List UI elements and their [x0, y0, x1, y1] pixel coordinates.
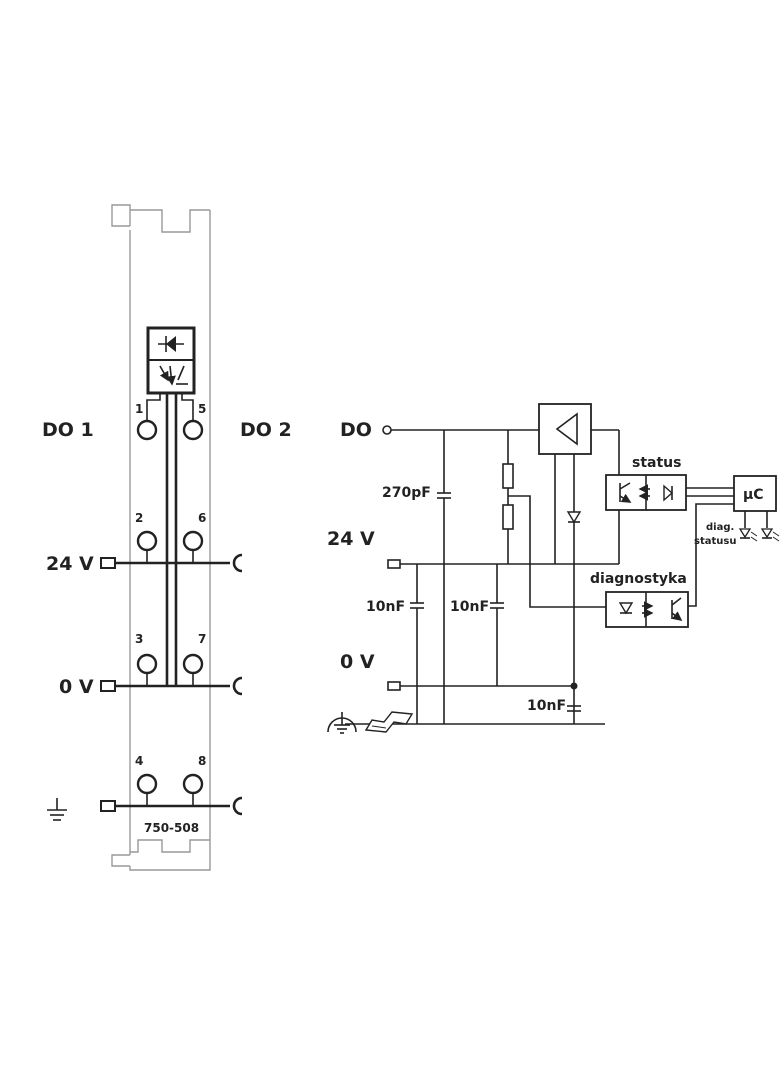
- schematic-wiring: [345, 403, 620, 725]
- module-wiring: [116, 393, 230, 808]
- terminal-2: [136, 530, 158, 552]
- protective-earth-icon: [327, 712, 357, 734]
- microcontroller-box: [733, 475, 780, 542]
- label-10nf-a: 10nF: [366, 599, 405, 615]
- status-optocoupler: [605, 474, 734, 511]
- ground-icon: [47, 798, 67, 821]
- label-0v-schematic: 0 V: [340, 651, 375, 673]
- label-do: DO: [340, 419, 372, 441]
- diagnostyka-optocoupler: [605, 503, 734, 628]
- pin-8-label: 8: [198, 754, 206, 768]
- label-24v-schematic: 24 V: [327, 528, 375, 550]
- terminal-1: [136, 419, 158, 441]
- label-10nf-b: 10nF: [450, 599, 489, 615]
- terminal-5: [182, 419, 204, 441]
- pin-7-label: 7: [198, 632, 206, 646]
- label-do1: DO 1: [42, 419, 94, 441]
- pin-6-label: 6: [198, 511, 206, 525]
- pin-5-label: 5: [198, 402, 206, 416]
- module-housing: [111, 204, 211, 871]
- pin-4-label: 4: [135, 754, 143, 768]
- optocoupler-icon: [146, 326, 196, 395]
- terminal-7: [182, 653, 204, 675]
- rail-connectors: [100, 553, 243, 816]
- label-do2: DO 2: [240, 419, 292, 441]
- terminal-6: [182, 530, 204, 552]
- din-rail-icon: [364, 711, 414, 733]
- label-0v: 0 V: [59, 676, 94, 698]
- label-statusu: statusu: [694, 536, 736, 547]
- label-270pf: 270pF: [382, 485, 431, 501]
- label-10nf-c: 10nF: [527, 698, 566, 714]
- label-24v: 24 V: [46, 553, 94, 575]
- pin-1-label: 1: [135, 402, 143, 416]
- terminal-8: [182, 773, 204, 795]
- terminal-4: [136, 773, 158, 795]
- part-number: 750-508: [144, 821, 199, 835]
- terminal-3: [136, 653, 158, 675]
- pin-2-label: 2: [135, 511, 143, 525]
- label-status: status: [632, 455, 681, 471]
- pin-3-label: 3: [135, 632, 143, 646]
- label-diagnostyka: diagnostyka: [590, 571, 687, 587]
- label-uc: μC: [743, 487, 764, 503]
- label-diag: diag.: [706, 522, 734, 533]
